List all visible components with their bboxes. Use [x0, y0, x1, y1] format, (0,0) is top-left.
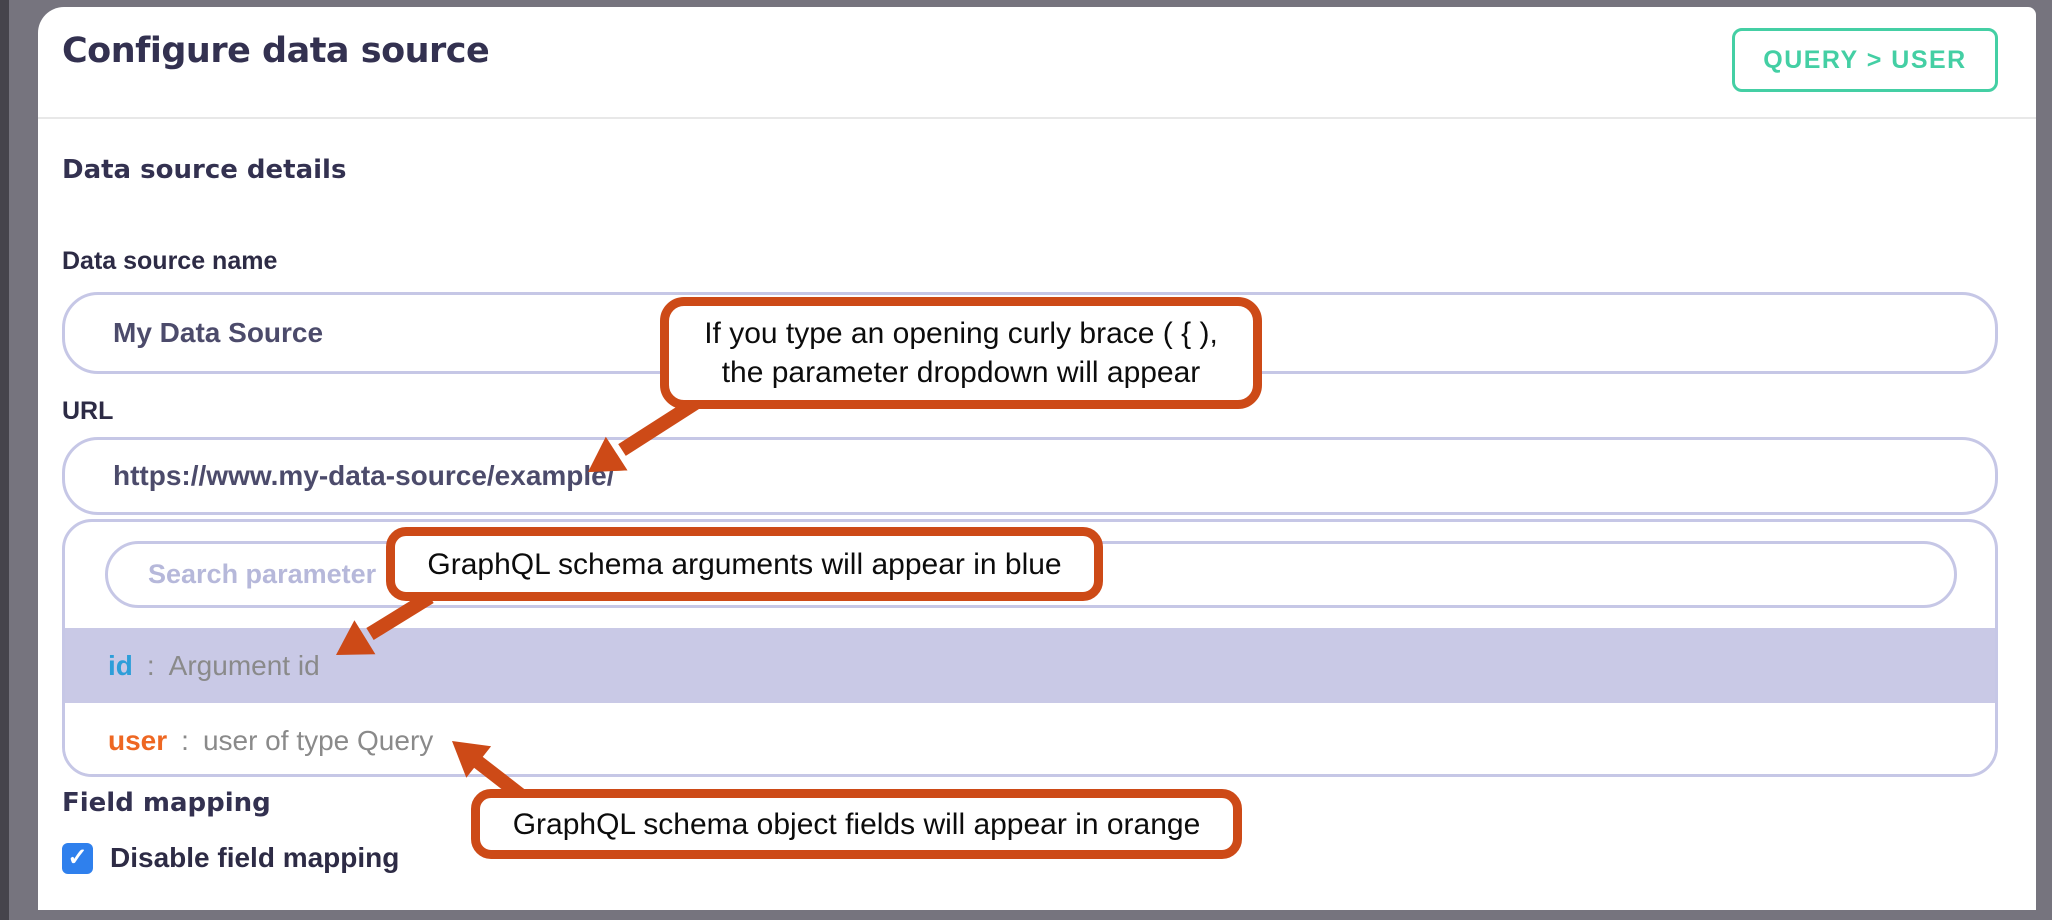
dropdown-item-name: id: [108, 649, 133, 681]
disable-field-mapping-checkbox[interactable]: ✓: [62, 842, 93, 874]
annotation-blue-arguments: GraphQL schema arguments will appear in …: [386, 527, 1103, 601]
annotation-curly-brace: If you type an opening curly brace ( { )…: [660, 297, 1262, 409]
field-mapping-heading: Field mapping: [62, 788, 271, 818]
dropdown-item-user[interactable]: user : user of type Query: [65, 703, 1995, 774]
annotation-line: GraphQL schema arguments will appear in …: [427, 547, 1062, 581]
configure-data-source-dialog: Configure data source QUERY > USER Data …: [38, 7, 2036, 910]
details-section-heading: Data source details: [62, 155, 347, 185]
dropdown-item-name: user: [108, 724, 168, 756]
annotation-orange-fields: GraphQL schema object fields will appear…: [471, 789, 1242, 859]
url-label: URL: [62, 397, 114, 425]
disable-field-mapping-label: Disable field mapping: [110, 842, 400, 873]
dropdown-item-description: user of type Query: [202, 724, 434, 756]
window-frame-edge: [0, 0, 9, 920]
dialog-header: Configure data source QUERY > USER: [38, 7, 2036, 119]
dropdown-item-separator: :: [146, 649, 155, 681]
page-title: Configure data source: [62, 31, 490, 71]
data-source-name-label: Data source name: [62, 247, 278, 275]
dropdown-item-description: Argument id: [168, 649, 320, 681]
checkmark-icon: ✓: [67, 844, 88, 871]
annotation-line: GraphQL schema object fields will appear…: [512, 807, 1201, 841]
annotation-line: If you type an opening curly brace ( { )…: [704, 317, 1218, 350]
dropdown-item-id[interactable]: id : Argument id: [65, 628, 1995, 703]
query-user-badge-button[interactable]: QUERY > USER: [1732, 28, 1998, 92]
annotation-line: the parameter dropdown will appear: [721, 356, 1201, 389]
dropdown-item-separator: :: [181, 724, 189, 756]
disable-field-mapping-row[interactable]: ✓ Disable field mapping: [62, 842, 399, 874]
url-input[interactable]: [62, 437, 1998, 515]
